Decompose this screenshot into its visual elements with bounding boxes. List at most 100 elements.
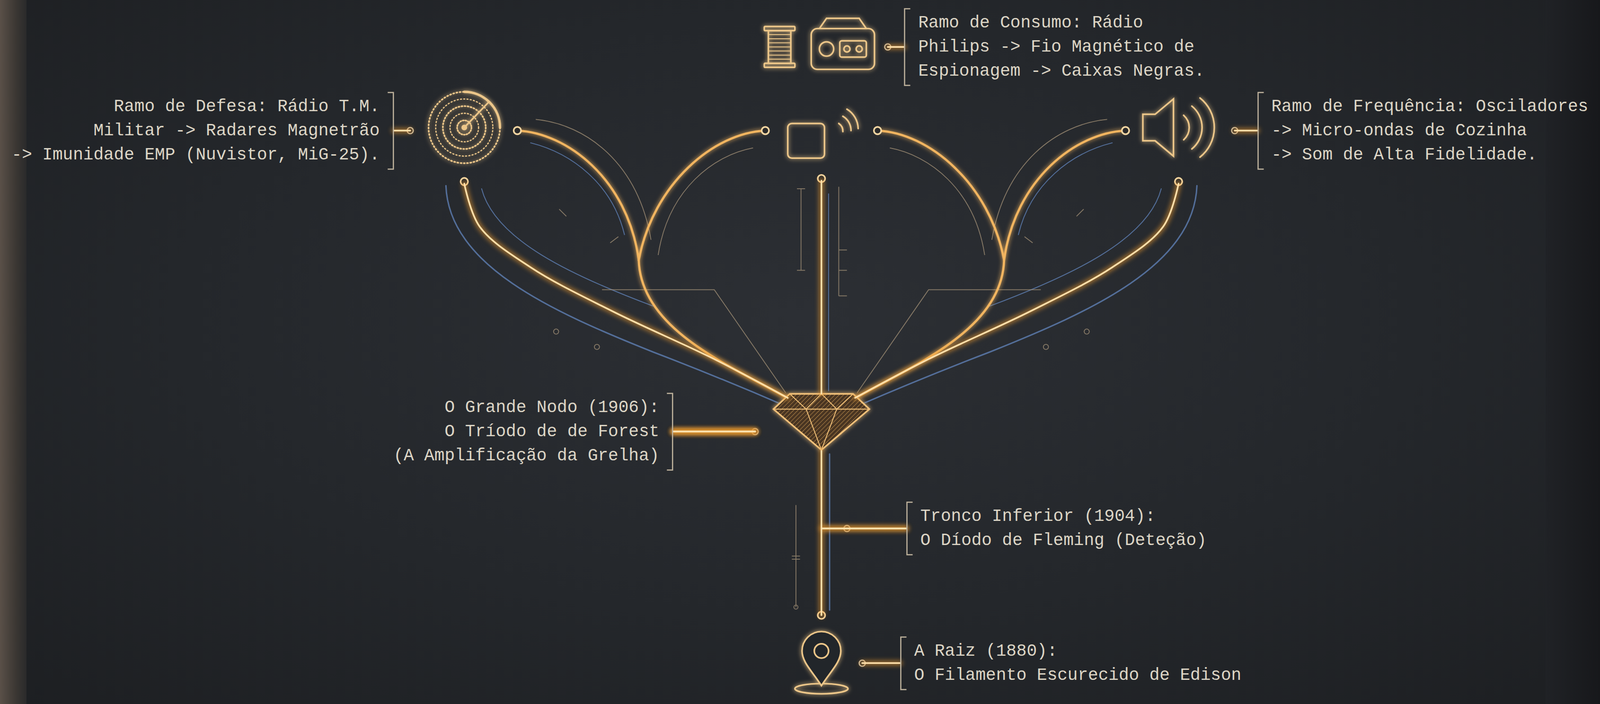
text-line: Tronco Inferior (1904): [920, 504, 1207, 529]
bracket-line [900, 636, 907, 690]
illustration-part [1200, 97, 1215, 158]
text-line: Espionagem -> Caixas Negras. [918, 59, 1205, 84]
illustration-part [464, 102, 489, 128]
illustration-part [638, 130, 766, 261]
illustration-part [601, 289, 786, 393]
illustration-part [1142, 98, 1174, 157]
illustration-part [761, 126, 770, 135]
connector-glow [673, 46, 904, 432]
illustration-part [435, 98, 494, 157]
connector-glow [393, 130, 788, 432]
text-line: O Grande Nodo (1906): [393, 395, 660, 420]
illustration-part [1004, 130, 1126, 261]
illustration-part [838, 123, 843, 132]
connector-glow [821, 528, 907, 664]
text-line: Ramo de Defesa: Rádio T.M. [11, 94, 381, 119]
illustration-part [428, 91, 501, 164]
illustration-part [658, 148, 754, 256]
callout-heading: O Grande Nodo (1906): [393, 395, 660, 420]
illustration-part [991, 119, 1108, 240]
illustration-part [796, 188, 805, 271]
illustration-part [857, 289, 1041, 393]
callout-text: O Tríodo de de Forest (A Amplificação da… [393, 419, 660, 469]
connector-glow [673, 431, 907, 529]
illustration-part [843, 45, 850, 53]
illustration-part [773, 393, 870, 451]
illustration-part [819, 18, 867, 29]
text-line: O Díodo de Fleming (Deteção) [920, 528, 1207, 553]
text-line: -> Imunidade EMP (Nuvistor, MiG-25). [11, 142, 381, 168]
illustration-part [1183, 115, 1190, 141]
callout-text: O Díodo de Fleming (Deteção) [920, 528, 1207, 553]
illustration-part [464, 91, 500, 128]
illustration-part [838, 186, 847, 297]
text-line: A Raiz (1880): [914, 639, 1242, 664]
illustration-part [1043, 344, 1049, 350]
connector [673, 431, 907, 529]
illustration-part [764, 26, 796, 31]
illustration-part [851, 260, 1004, 400]
connector [393, 130, 788, 432]
illustration-part [530, 142, 625, 235]
illustration-part [1122, 126, 1130, 135]
illustration-part [1084, 328, 1090, 335]
illustration-part [856, 45, 863, 53]
illustration-part [842, 116, 851, 131]
illustration-part [768, 30, 791, 64]
illustration-part [828, 194, 830, 391]
bracket-line [387, 92, 394, 169]
illustration-part [768, 34, 791, 60]
text-line: (A Amplificação da Grelha) [393, 443, 660, 469]
leader-dots [406, 44, 1238, 667]
illustration-part [594, 344, 600, 350]
frame-left [0, 0, 27, 704]
illustration-part [857, 185, 1197, 407]
connector [673, 46, 904, 432]
illustration-part [819, 41, 834, 56]
callout-text: Ramo de Frequência: Osciladores -> Micro… [1271, 94, 1589, 168]
illustration-part [535, 119, 652, 240]
callout-text: O Filamento Escurecido de Edison [914, 663, 1242, 688]
illustration-part [764, 63, 796, 68]
illustration-part [787, 123, 825, 159]
text-line: -> Som de Alta Fidelidade. [1271, 142, 1589, 168]
callout-box: Tronco Inferior (1904):O Díodo de Flemin… [906, 501, 1210, 556]
illustration-part [553, 328, 559, 335]
text-line: Philips -> Fio Magnético de [918, 35, 1205, 60]
text-line: O Filamento Escurecido de Edison [914, 663, 1242, 688]
bracket-line [1257, 92, 1264, 169]
illustration-part [638, 260, 791, 400]
text-line: Ramo de Consumo: Rádio [918, 10, 1205, 36]
callout-text: Ramo de Defesa: Rádio T.M. Militar -> Ra… [11, 94, 381, 168]
callout-text: Ramo de Consumo: Rádio Philips -> Fio Ma… [918, 10, 1205, 84]
callout-box: A Raiz (1880):O Filamento Escurecido de … [900, 636, 1245, 691]
illustration-part [773, 393, 870, 451]
illustration-part [877, 130, 1004, 261]
illustration-part [847, 109, 859, 129]
connector [673, 130, 1257, 432]
illustration-part [791, 504, 800, 608]
illustration-part [829, 454, 831, 611]
illustration-part [802, 631, 841, 686]
text-line: Ramo de Frequência: Osciladores [1271, 94, 1589, 119]
illustration-part [839, 40, 867, 58]
bracket-line [906, 502, 913, 555]
text-line: Militar -> Radares Magnetrão [11, 118, 381, 143]
illustration-part [794, 605, 799, 610]
illustration-part [811, 28, 875, 70]
connector [821, 528, 907, 664]
illustration-part [1192, 106, 1203, 150]
callout-box: Ramo de Defesa: Rádio T.M. Militar -> Ra… [8, 91, 395, 170]
illustration-part [889, 148, 985, 256]
text-line: -> Micro-ondas de Cozinha [1271, 118, 1589, 143]
illustration-part [814, 644, 829, 659]
illustration-part [517, 130, 639, 261]
icons [428, 18, 1215, 695]
callout-box: Ramo de Consumo: Rádio Philips -> Fio Ma… [903, 8, 1208, 87]
connector-glow [673, 130, 1257, 432]
bracket-line [667, 393, 673, 470]
text-line: O Tríodo de de Forest [393, 419, 660, 444]
connectors [393, 46, 1257, 663]
callout-heading: Tronco Inferior (1904): [920, 504, 1207, 529]
